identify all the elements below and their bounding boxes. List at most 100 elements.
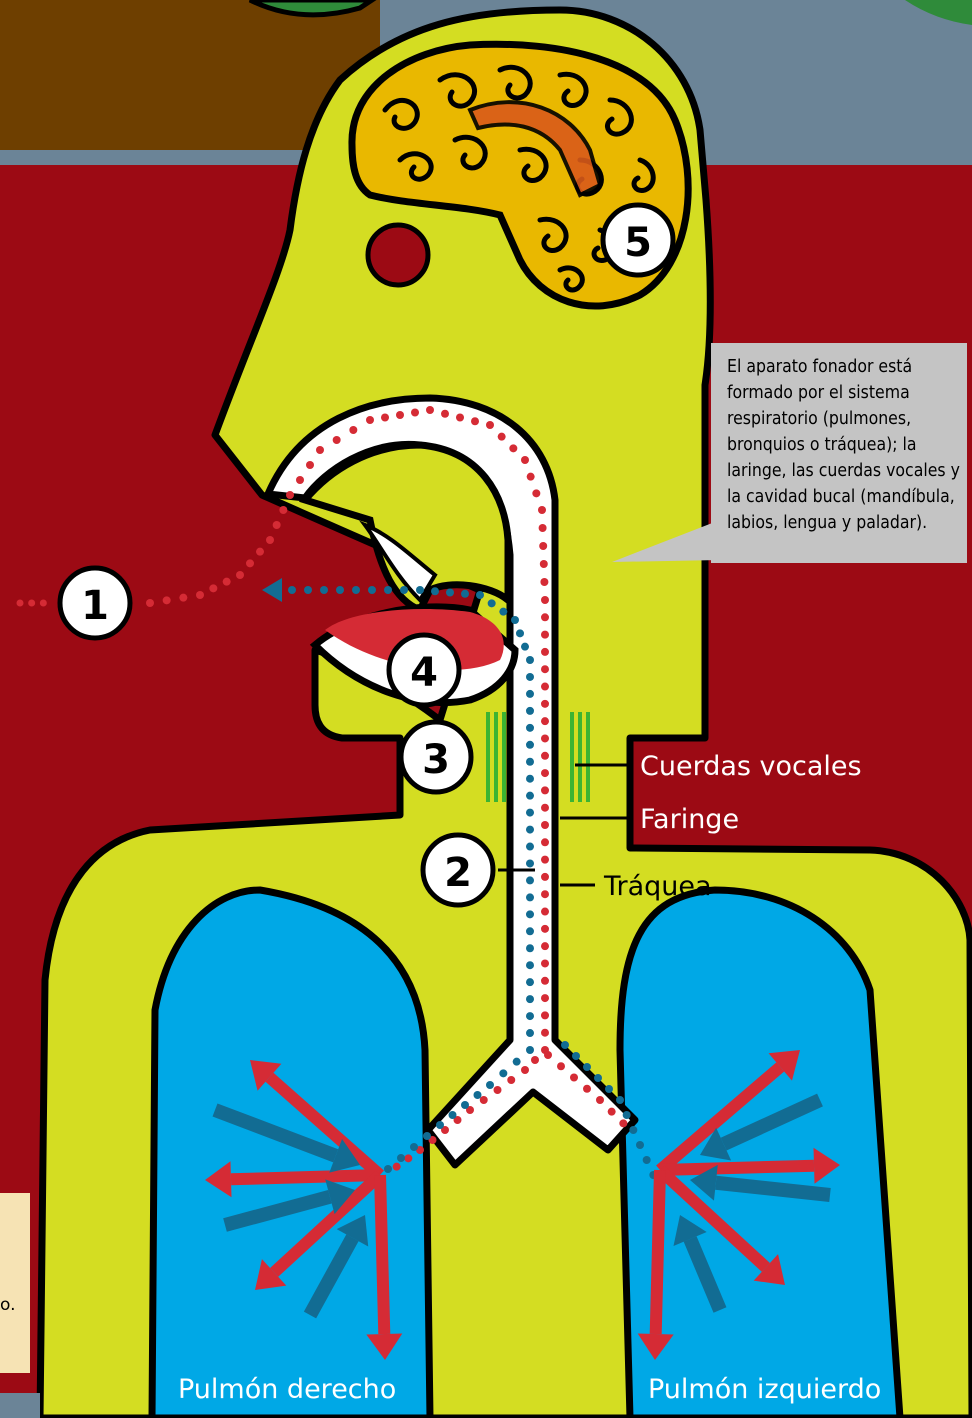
flow-dot	[541, 734, 549, 742]
flow-dot	[40, 600, 47, 607]
flow-dot	[541, 1029, 549, 1037]
flow-dot	[526, 995, 534, 1003]
marker-3: 3	[401, 722, 471, 792]
svg-text:2: 2	[444, 850, 472, 896]
flow-dot	[526, 1012, 534, 1020]
flow-dot	[411, 409, 419, 417]
flow-dot	[507, 1076, 515, 1084]
flow-dot	[526, 1046, 534, 1054]
eye-icon	[368, 225, 428, 285]
flow-dot	[246, 559, 254, 567]
side-card-text: o.	[0, 1295, 16, 1315]
flow-dot	[616, 1096, 624, 1104]
flow-dot	[449, 1111, 457, 1119]
flow-dot	[431, 587, 439, 595]
flow-dot	[544, 1051, 552, 1059]
svg-text:1: 1	[81, 583, 109, 629]
flow-dot	[499, 608, 507, 616]
flow-dot	[541, 821, 549, 829]
flow-dot	[526, 826, 534, 834]
flow-dot	[541, 786, 549, 794]
note-line-7: labios, lengua y paladar).	[727, 513, 927, 533]
flow-dot	[404, 1154, 412, 1162]
flow-dot	[541, 856, 549, 864]
flow-dot	[541, 977, 549, 985]
flow-dot	[540, 578, 548, 586]
flow-dot	[526, 876, 534, 884]
flow-dot	[526, 843, 534, 851]
note-line-1: El aparato fonador está	[727, 357, 912, 377]
flow-dot	[561, 1041, 569, 1049]
note-line-2: formado por el sistema	[727, 383, 910, 403]
label-vocal-cords: Cuerdas vocales	[640, 751, 862, 782]
note-line-3: respiratorio (pulmones,	[727, 409, 911, 429]
flow-dot	[426, 406, 434, 414]
flow-dot	[526, 690, 534, 698]
flow-dot	[400, 586, 408, 594]
flow-dot	[541, 700, 549, 708]
flow-dot	[636, 1141, 644, 1149]
flow-dot	[273, 521, 281, 529]
flow-dot	[526, 978, 534, 986]
flow-dot	[456, 414, 464, 422]
marker-5: 5	[603, 205, 673, 275]
svg-text:3: 3	[422, 737, 450, 783]
flow-dot	[521, 1066, 529, 1074]
flow-dot	[516, 629, 524, 637]
flow-dot	[596, 1096, 604, 1104]
flow-dot	[511, 616, 519, 624]
flow-dot	[436, 1121, 444, 1129]
flow-dot	[539, 524, 547, 532]
flow-dot	[526, 707, 534, 715]
flow-dot	[486, 421, 494, 429]
lung-arrow-shaft	[231, 1175, 380, 1179]
flow-dot	[306, 461, 314, 469]
flow-dot	[349, 426, 357, 434]
flow-dot	[526, 792, 534, 800]
flow-dot	[396, 411, 404, 419]
flow-dot	[541, 648, 549, 656]
flow-dot	[381, 414, 389, 422]
flow-dot	[557, 1062, 565, 1070]
flow-dot	[499, 1069, 507, 1077]
flow-dot	[643, 1156, 651, 1164]
flow-dot	[541, 769, 549, 777]
svg-text:4: 4	[410, 650, 438, 696]
flow-dot	[521, 456, 529, 464]
flow-dot	[256, 548, 264, 556]
flow-dot	[541, 804, 549, 812]
flow-dot	[541, 596, 549, 604]
flow-dot	[17, 600, 24, 607]
flow-dot	[526, 741, 534, 749]
flow-dot	[541, 890, 549, 898]
label-trachea: Tráquea	[603, 871, 712, 902]
flow-dot	[513, 1058, 521, 1066]
flow-dot	[28, 600, 35, 607]
flow-dot	[397, 1154, 405, 1162]
flow-dot	[146, 599, 154, 607]
flow-dot	[179, 594, 187, 602]
flow-dot	[333, 436, 341, 444]
flow-dot	[605, 1085, 613, 1093]
flow-dot	[163, 596, 171, 604]
lung-arrow-shaft	[660, 1166, 814, 1170]
flow-dot	[384, 1165, 392, 1173]
flow-dot	[527, 473, 535, 481]
flow-dot	[541, 925, 549, 933]
flow-dot	[336, 586, 344, 594]
flow-dot	[541, 717, 549, 725]
flow-dot	[486, 1081, 494, 1089]
flow-dot	[526, 859, 534, 867]
flow-dot	[196, 591, 204, 599]
flow-dot	[541, 683, 549, 691]
note-line-4: bronquios o tráquea); la	[727, 435, 917, 455]
flow-dot	[531, 1056, 539, 1064]
flow-dot	[461, 1101, 469, 1109]
flow-dot	[526, 809, 534, 817]
flow-dot	[541, 942, 549, 950]
flow-dot	[526, 893, 534, 901]
note-line-6: la cavidad bucal (mandíbula,	[727, 487, 955, 507]
flow-dot	[509, 444, 517, 452]
